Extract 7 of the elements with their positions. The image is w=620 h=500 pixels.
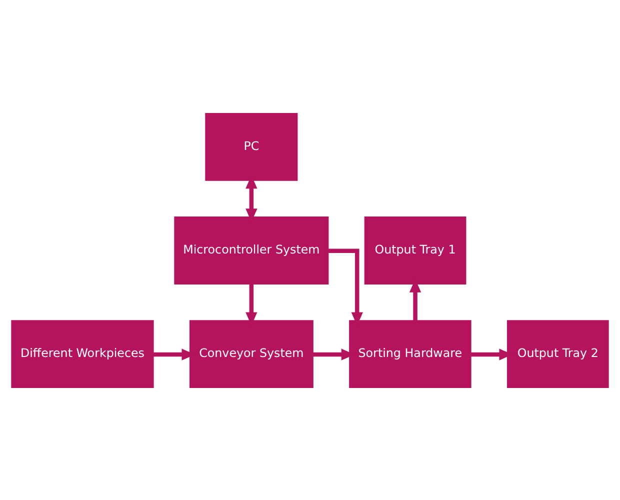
node-box: Conveyor System bbox=[189, 320, 314, 388]
node-box: Microcontroller System bbox=[174, 216, 329, 284]
node-box: Output Tray 1 bbox=[364, 216, 466, 284]
node-box: Output Tray 2 bbox=[506, 320, 609, 388]
node-box: Different Workpieces bbox=[11, 320, 154, 388]
node-box: PC bbox=[205, 112, 298, 180]
node-box: Sorting Hardware bbox=[349, 320, 472, 388]
